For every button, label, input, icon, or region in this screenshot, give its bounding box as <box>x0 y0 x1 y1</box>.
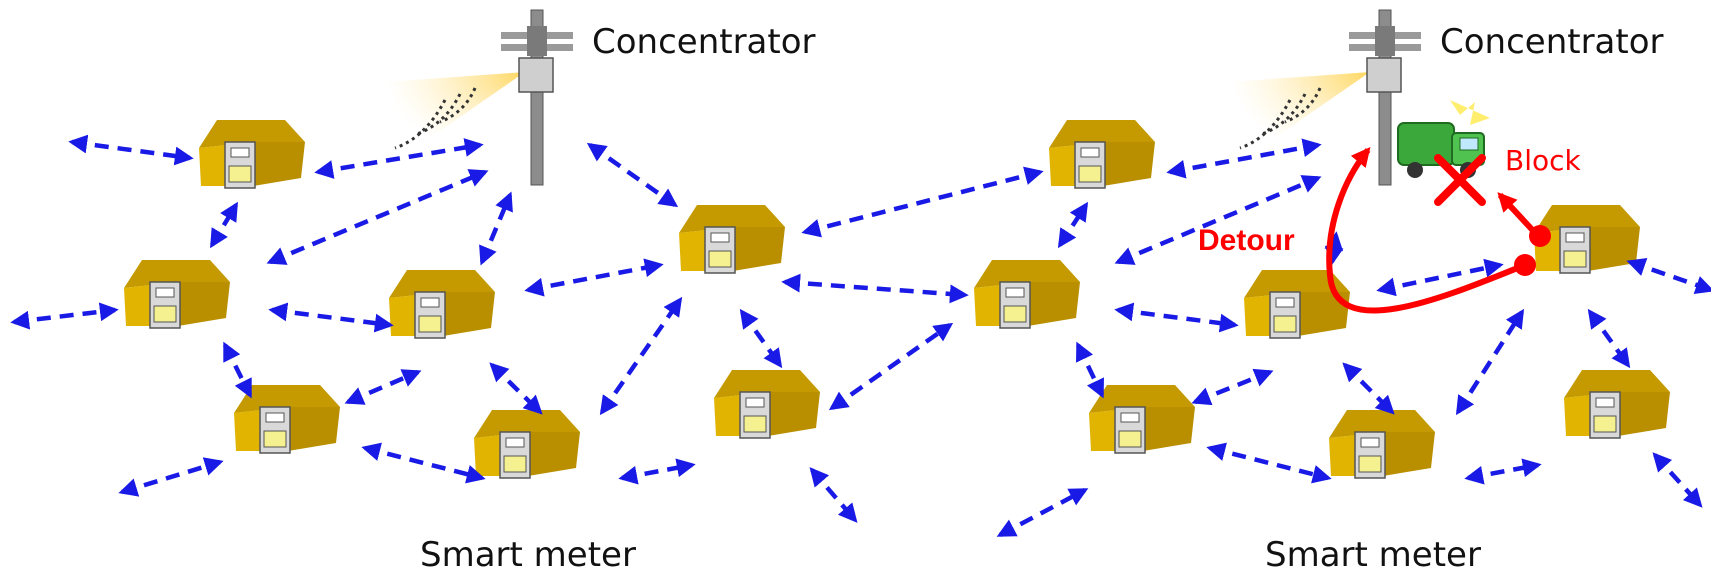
house-meter-icon <box>973 259 1081 329</box>
house-meter-icon <box>123 259 231 329</box>
house-meter-icon <box>1328 409 1436 479</box>
house-meter-icon <box>233 384 341 454</box>
house-meter-icon <box>473 409 581 479</box>
house-meter-icon <box>678 204 786 274</box>
smart-meter-label: Smart meter <box>420 535 636 572</box>
house-meter-icon <box>713 369 821 439</box>
house-meter-icon <box>1088 384 1196 454</box>
concentrator-label: Concentrator <box>592 22 816 62</box>
left-network: Concentrator Smart meter <box>10 9 1044 572</box>
block-label: Block <box>1505 144 1582 177</box>
smart-meter-label: Smart meter <box>1265 535 1481 572</box>
blocked-path <box>1497 192 1551 247</box>
utility-pole-icon <box>500 9 574 186</box>
house-meter-icon <box>198 119 306 189</box>
signal-icon <box>1228 70 1372 164</box>
x-mark-icon <box>1434 154 1486 206</box>
house-meter-icon <box>1563 369 1671 439</box>
detour-path <box>1326 147 1536 314</box>
house-meter-icon <box>388 269 496 339</box>
detour-label: Detour <box>1198 224 1295 257</box>
garbage-truck-icon <box>1397 100 1490 178</box>
links-left <box>10 134 1044 523</box>
concentrator-right <box>1228 9 1422 186</box>
smart-meters-left <box>123 119 821 479</box>
links-right <box>996 138 1711 537</box>
house-meter-icon <box>1048 119 1156 189</box>
house-meter-icon <box>1243 269 1351 339</box>
right-network: Concentrator Smart meter Detour Block <box>973 9 1711 572</box>
concentrator-left <box>383 9 574 186</box>
concentrator-label: Concentrator <box>1440 22 1664 62</box>
